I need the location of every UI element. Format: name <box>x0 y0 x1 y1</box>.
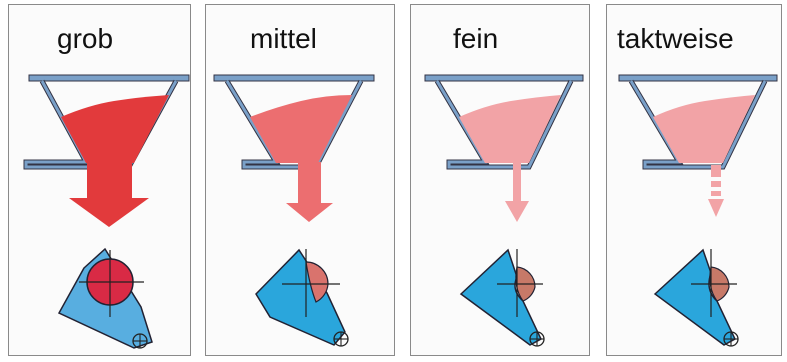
dosing-diagram <box>23 74 190 349</box>
dosing-diagram <box>618 74 778 347</box>
panel-label: mittel <box>250 23 317 54</box>
panel-grob: grob <box>8 4 191 356</box>
dial-blade <box>255 248 346 346</box>
pivot-icon <box>132 333 148 349</box>
pivot-icon <box>333 331 349 347</box>
panel-fein: fein <box>410 4 590 356</box>
material-fill <box>653 95 755 163</box>
material-fill <box>61 95 169 163</box>
panel-label: grob <box>57 23 114 54</box>
panel-label: taktweise <box>617 23 734 54</box>
dosing-dial <box>653 248 739 347</box>
flow-arrow <box>69 162 149 227</box>
flow-arrow <box>505 162 529 222</box>
panel-mittel: mittel <box>205 4 395 356</box>
flow-arrow <box>708 165 724 217</box>
pivot-icon <box>529 331 545 347</box>
dosing-dial <box>255 248 349 347</box>
dosing-diagram <box>424 74 584 347</box>
dosing-dial <box>459 248 545 347</box>
material-fill <box>459 95 561 163</box>
material-fill <box>250 95 352 163</box>
panel-label: fein <box>453 23 499 54</box>
dosing-dial <box>57 247 153 349</box>
panel-taktweise: taktweise <box>606 4 782 356</box>
pivot-icon <box>723 331 739 347</box>
dosing-diagram <box>213 74 375 347</box>
flow-arrow <box>286 162 333 222</box>
